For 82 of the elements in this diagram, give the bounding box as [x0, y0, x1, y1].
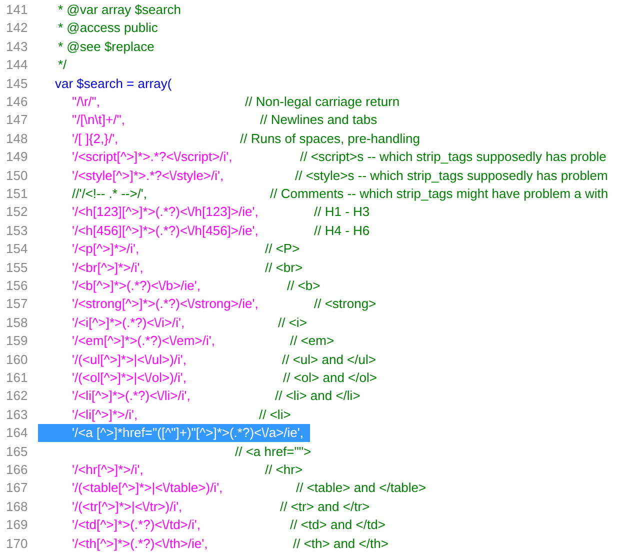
line-number: 146: [6, 93, 28, 111]
code-line: "/\r/",: [72, 93, 100, 111]
code-comment: // <ul> and </ul>: [282, 350, 376, 369]
line-number: 156: [6, 277, 28, 295]
code-comment: // <script>s -- which strip_tags supposedly has proble: [300, 148, 606, 166]
code-comment: // <a href="">: [235, 442, 312, 461]
line-number: 168: [6, 498, 28, 516]
line-number: 155: [6, 258, 28, 277]
code-line: '/<th[^>]*>(.*?)<\/th>/ie',: [72, 534, 208, 553]
doc-comment-line: * @access public: [58, 19, 158, 38]
line-number: 144: [6, 56, 28, 74]
code-comment: // <b>: [287, 277, 320, 295]
code-line: '/<strong[^>]*>(.*?)<\/strong>/ie',: [72, 295, 258, 314]
line-number: 165: [6, 442, 28, 461]
line-number: 162: [6, 387, 28, 406]
code-line: '/<li[^>]*>(.*?)<\/li>/i',: [72, 387, 190, 406]
code-comment: // <strong>: [314, 295, 376, 314]
code-line: '/(<tr[^>]*>|<\/tr>)/i',: [72, 498, 182, 516]
line-number: 166: [6, 461, 28, 479]
code-line: '/<h[123][^>]*>(.*?)<\/h[123]>/ie',: [72, 203, 258, 222]
code-comment: // Runs of spaces, pre-handling: [240, 130, 420, 148]
code-line: '/<p[^>]*>/i',: [72, 240, 140, 258]
line-number: 163: [6, 406, 28, 424]
doc-comment-line: * @var array $search: [58, 1, 182, 19]
line-number: 153: [6, 222, 28, 240]
code-comment: // <em>: [290, 332, 334, 350]
code-line: var $search = array(: [55, 74, 172, 93]
code-line: '/<hr[^>]*>/i',: [72, 461, 144, 479]
code-comment: // Newlines and tabs: [260, 111, 378, 130]
code-comment: // <th> and </th>: [293, 534, 388, 553]
code-line: '/(<table[^>]*>|<\/table>)/i',: [72, 479, 223, 498]
doc-comment-line: * @see $replace: [58, 38, 154, 56]
line-number: 170: [6, 534, 28, 553]
code-line: '/<td[^>]*>(.*?)<\/td>/i',: [72, 516, 200, 534]
code-comment: // <hr>: [265, 461, 303, 479]
line-number: 167: [6, 479, 28, 498]
code-line: '/[ ]{2,}/',: [72, 130, 118, 148]
code-line: '/<b[^>]*>(.*?)<\/b>/ie',: [72, 277, 201, 295]
line-number: 164: [6, 424, 28, 442]
line-number: 159: [6, 332, 28, 350]
commented-code-line: //'/<!-- .* -->/',: [72, 185, 148, 203]
doc-comment-line: */: [58, 56, 67, 74]
code-comment: // <li>: [259, 406, 291, 424]
code-comment: // <li> and </li>: [275, 387, 360, 406]
line-number: 154: [6, 240, 28, 258]
code-line: '/<script[^>]*>.*?<\/script>/i',: [72, 148, 232, 166]
code-line: '/<h[456][^>]*>(.*?)<\/h[456]>/ie',: [72, 222, 258, 240]
line-number: 169: [6, 516, 28, 534]
line-number: 145: [6, 74, 28, 93]
line-number: 149: [6, 148, 28, 166]
line-number: 142: [6, 19, 28, 38]
code-comment: // <tr> and </tr>: [280, 498, 370, 516]
code-comment: // H1 - H3: [314, 203, 370, 222]
line-number: 158: [6, 314, 28, 332]
line-number: 148: [6, 130, 28, 148]
code-comment: // <td> and </td>: [290, 516, 386, 534]
code-comment: // <i>: [278, 314, 307, 332]
code-comment: // H4 - H6: [314, 222, 370, 240]
code-line: '/(<ul[^>]*>|<\/ul>)/i',: [72, 350, 187, 369]
line-number: 157: [6, 295, 28, 314]
code-line: '/<style[^>]*>.*?<\/style>/i',: [72, 166, 224, 185]
line-number: 141: [6, 1, 28, 19]
code-line: '/<br[^>]*>/i',: [72, 258, 144, 277]
line-number: 161: [6, 369, 28, 387]
code-comment: // Comments -- which strip_tags might have problem a with: [270, 185, 608, 203]
code-line: "/[\n\t]+/",: [72, 111, 125, 130]
code-comment: // <P>: [265, 240, 300, 258]
code-line: '/(<ol[^>]*>|<\/ol>)/i',: [72, 369, 187, 387]
line-number: 150: [6, 166, 28, 185]
line-number: 147: [6, 111, 28, 130]
code-line: '/<li[^>]*>/i',: [72, 406, 138, 424]
code-line: '/<i[^>]*>(.*?)<\/i>/i',: [72, 314, 185, 332]
line-number: 151: [6, 185, 28, 203]
line-number: 160: [6, 350, 28, 369]
code-comment: // Non-legal carriage return: [245, 93, 400, 111]
line-number: 143: [6, 38, 28, 56]
line-number: 152: [6, 203, 28, 222]
code-comment: // <style>s -- which strip_tags supposedly has problem: [295, 166, 608, 185]
code-comment: // <ol> and </ol>: [283, 369, 377, 387]
code-comment: // <br>: [265, 258, 303, 277]
code-line: '/<em[^>]*>(.*?)<\/em>/i',: [72, 332, 215, 350]
code-comment: // <table> and </table>: [296, 479, 426, 498]
